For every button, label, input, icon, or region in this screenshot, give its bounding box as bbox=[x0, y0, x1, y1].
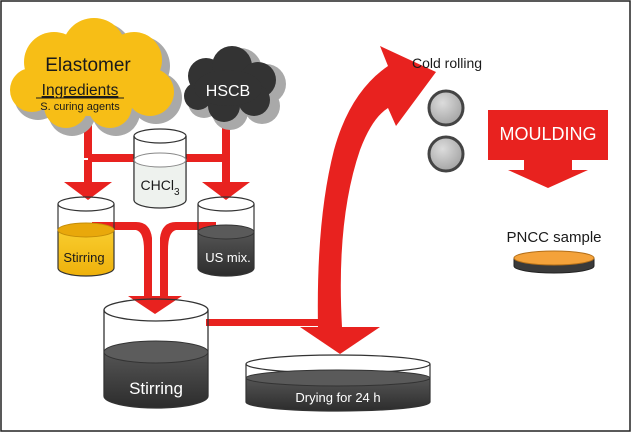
moulding-label: MOULDING bbox=[499, 124, 596, 144]
pncc-sample: PNCC sample bbox=[506, 229, 602, 274]
stirring-beaker-small: Stirring bbox=[57, 196, 115, 277]
arrowhead-stirring-beaker bbox=[64, 182, 112, 200]
chcl3-label-subscript: 3 bbox=[174, 187, 180, 198]
pncc-sample-label: PNCC sample bbox=[506, 229, 601, 246]
chcl3-label-main: CHCl bbox=[140, 177, 173, 193]
roller-top bbox=[427, 89, 465, 127]
roller-bottom bbox=[427, 135, 465, 173]
arrowhead-us-beaker bbox=[202, 182, 250, 200]
elastomer-label: Elastomer bbox=[45, 55, 131, 76]
drying-label: Drying for 24 h bbox=[295, 390, 380, 405]
stirring-small-label: Stirring bbox=[63, 250, 104, 265]
arrowhead-drying-dish bbox=[300, 327, 380, 354]
curing-agents-label: S. curing agents bbox=[40, 101, 120, 113]
drying-dish: Drying for 24 h bbox=[245, 354, 431, 412]
chcl3-label: CHCl3 bbox=[140, 177, 179, 198]
us-mix-label: US mix. bbox=[205, 250, 251, 265]
flow-arrow-hscb-down bbox=[222, 115, 230, 165]
us-mix-beaker: US mix. bbox=[197, 196, 255, 277]
chcl3-beaker: CHCl3 bbox=[133, 128, 187, 209]
hscb-label: HSCB bbox=[206, 83, 250, 100]
pncc-disc-top bbox=[513, 250, 595, 266]
stirring-large-label: Stirring bbox=[129, 379, 183, 398]
moulding-arrow bbox=[488, 110, 608, 188]
flow-arrow-to-drying bbox=[206, 319, 340, 326]
ingredients-label: Ingredients bbox=[42, 82, 119, 99]
cold-rolling-label: Cold rolling bbox=[412, 55, 482, 71]
cold-rolling: Cold rolling bbox=[412, 55, 482, 173]
elastomer-cloud: Elastomer Ingredients S. curing agents bbox=[10, 18, 182, 136]
curved-arrow-to-rolling bbox=[317, 46, 436, 327]
hscb-cloud-body bbox=[184, 46, 276, 122]
hscb-cloud: HSCB bbox=[184, 46, 286, 130]
arrowhead-large-beaker bbox=[128, 296, 182, 314]
elastomer-cloud-body bbox=[10, 18, 174, 128]
flow-arrow-elastomer-down bbox=[84, 118, 92, 158]
stirring-beaker-large: Stirring bbox=[103, 298, 209, 409]
